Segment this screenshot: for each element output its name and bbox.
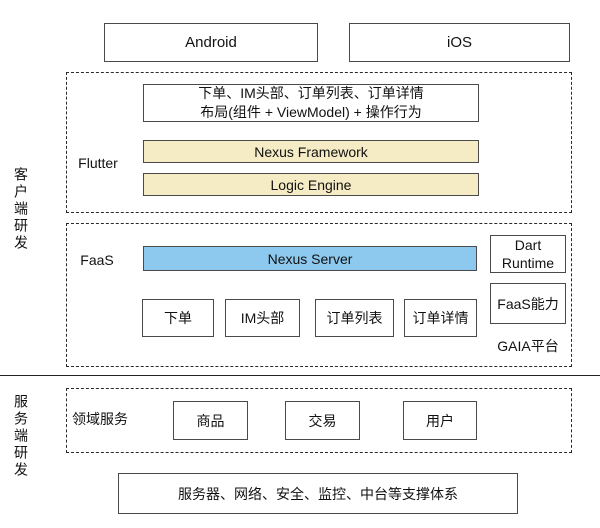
feature-summary-box: 下单、IM头部、订单列表、订单详情 布局(组件 + ViewModel) + 操… [143, 84, 479, 122]
feature-summary-line1: 下单、IM头部、订单列表、订单详情 [198, 85, 424, 101]
module-box-order-detail: 订单详情 [404, 299, 477, 337]
server-side-label: 服务端研发 [13, 394, 29, 479]
module-box-im-header: IM头部 [225, 299, 300, 337]
nexus-framework-box: Nexus Framework [143, 140, 479, 163]
service-box-user: 用户 [403, 401, 477, 440]
infrastructure-box: 服务器、网络、安全、监控、中台等支撑体系 [118, 473, 518, 514]
client-side-label: 客户端研发 [13, 167, 29, 252]
dart-runtime-line1: Dart [514, 237, 542, 253]
domain-services-label: 领域服务 [72, 411, 128, 427]
service-box-trade: 交易 [285, 401, 360, 440]
service-box-goods: 商品 [173, 401, 248, 440]
ios-box: iOS [349, 23, 570, 62]
faas-ability-box: FaaS能力 [490, 283, 566, 324]
gaia-platform-label: GAIA平台 [497, 338, 559, 354]
feature-summary-line2: 布局(组件 + ViewModel) + 操作行为 [200, 104, 422, 120]
nexus-server-box: Nexus Server [143, 246, 477, 271]
faas-section-label: FaaS [80, 252, 114, 268]
section-divider [0, 375, 600, 376]
faas-section [66, 223, 572, 367]
domain-services-section [66, 388, 572, 453]
flutter-section-label: Flutter [78, 155, 118, 171]
dart-runtime-line2: Runtime [501, 255, 555, 271]
logic-engine-box: Logic Engine [143, 173, 479, 196]
module-box-order-list: 订单列表 [315, 299, 394, 337]
android-box: Android [104, 23, 318, 62]
dart-runtime-box: Dart Runtime [490, 235, 566, 273]
module-box-order: 下单 [142, 299, 214, 337]
flutter-section [66, 72, 572, 213]
